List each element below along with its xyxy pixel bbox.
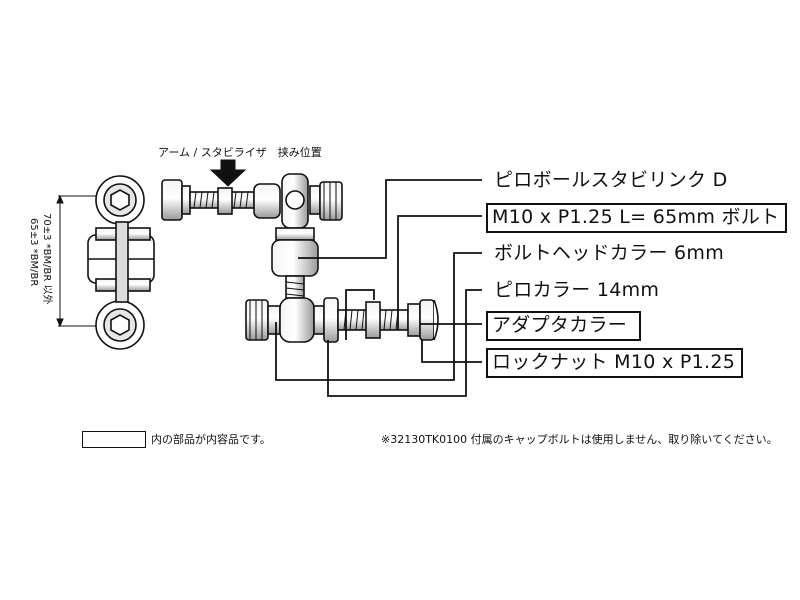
dimension-line	[56, 194, 96, 328]
footnote: ※32130TK0100 付属のキャップボルトは使用しません、取り除いてください…	[381, 433, 778, 446]
dimension-label-1: 70±3 *BM/BR 以外	[41, 213, 52, 305]
clamp-position-label: アーム / スタビライザ 挟み位置	[158, 146, 322, 159]
vertical-stud	[271, 227, 319, 299]
label-pillow-collar: ピロカラー 14mm	[494, 279, 660, 301]
label-adapter-collar: アダプタカラー	[486, 311, 642, 341]
bottom-link-assembly	[245, 297, 439, 343]
label-pillow-ball-link: ピロボールスタビリンク D	[494, 169, 728, 191]
installed-link-view	[87, 175, 155, 350]
leader-lines	[275, 179, 482, 397]
legend-text: 内の部品が内容品です。	[151, 433, 271, 446]
dimension-label-2: 65±3 *BM/BR	[28, 218, 39, 287]
label-bolt: M10 x P1.25 L= 65mm ボルト	[486, 203, 788, 233]
label-bolt-head-collar: ボルトヘッドカラー 6mm	[494, 242, 725, 264]
legend-box	[82, 431, 146, 448]
label-lock-nut: ロックナット M10 x P1.25	[486, 348, 744, 378]
clamp-position-arrow	[209, 159, 247, 187]
top-bolt-assembly	[161, 173, 343, 229]
